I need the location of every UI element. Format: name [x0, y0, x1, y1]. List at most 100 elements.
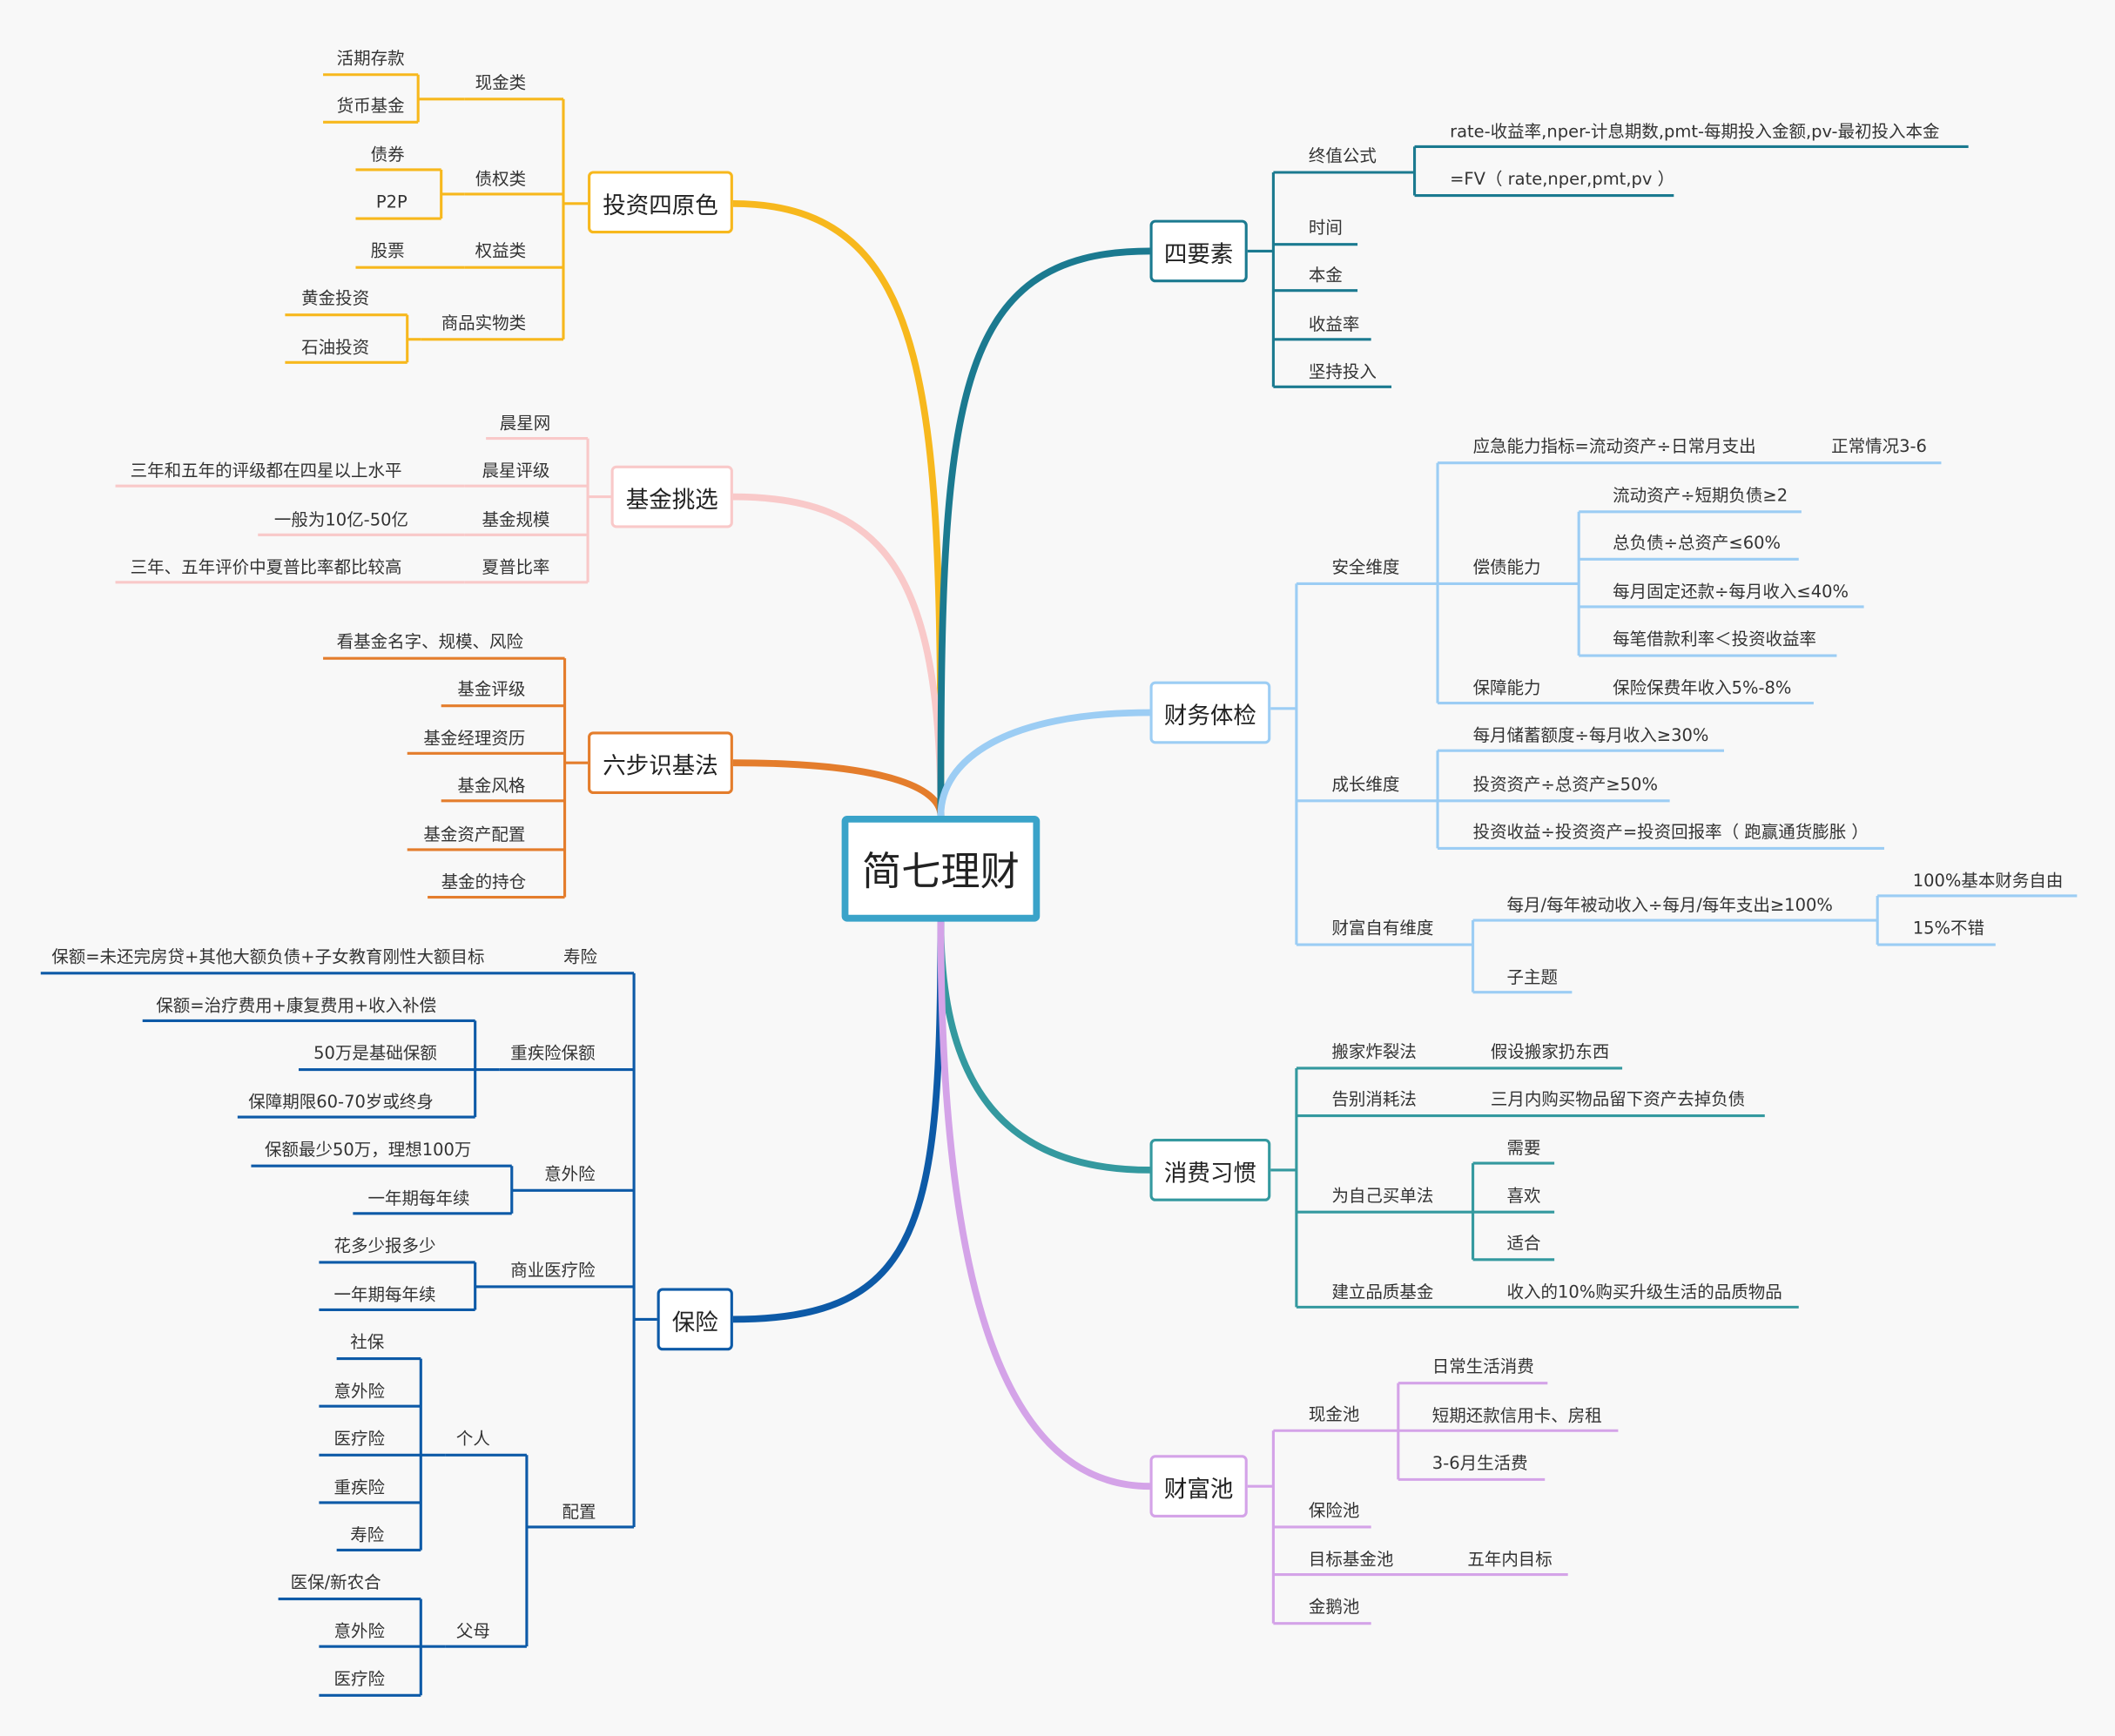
topic-fv-function[interactable]: =FV（ rate,nper,pmt,pv ） — [1450, 168, 1675, 189]
branch-invest-colors[interactable]: 投资四原色 — [588, 171, 733, 234]
topic-gold[interactable]: 黄金投资 — [301, 287, 370, 308]
topic-pa-accident[interactable]: 意外险 — [333, 1620, 386, 1641]
topic-daily-spend[interactable]: 日常生活消费 — [1431, 1356, 1534, 1376]
topic-quality-fund[interactable]: 建立品质基金 — [1331, 1281, 1434, 1302]
topic-growth-2[interactable]: 投资资产÷总资产≥50% — [1472, 773, 1658, 795]
topic-pa-medical[interactable]: 医疗险 — [333, 1668, 386, 1689]
topic-cash-pool[interactable]: 现金池 — [1308, 1403, 1360, 1424]
central-topic[interactable]: 简七理财 — [841, 815, 1041, 922]
topic-sharpe[interactable]: 夏普比率 — [482, 556, 550, 577]
topic-parents[interactable]: 父母 — [455, 1620, 490, 1641]
topic-solvency[interactable]: 偿债能力 — [1472, 556, 1541, 577]
topic-quality-detail[interactable]: 收入的10%购买升级生活的品质物品 — [1506, 1281, 1782, 1302]
topic-persistence[interactable]: 坚持投入 — [1308, 360, 1377, 382]
topic-emergency[interactable]: 应急能力指标=流动资产÷日常月支出 — [1472, 435, 1756, 456]
topic-fit[interactable]: 适合 — [1506, 1232, 1541, 1254]
topic-fv-params[interactable]: rate-收益率,nper-计息期数,pmt-每期投入金额,pv-最初投入本金 — [1450, 120, 1940, 142]
topic-growth[interactable]: 成长维度 — [1331, 773, 1400, 795]
topic-step-4[interactable]: 基金风格 — [457, 775, 526, 796]
topic-med-1[interactable]: 花多少报多少 — [333, 1235, 436, 1256]
topic-solvency-1[interactable]: 流动资产÷短期负债≥2 — [1613, 484, 1788, 505]
topic-consume-method[interactable]: 告别消耗法 — [1331, 1088, 1417, 1109]
topic-passive-income[interactable]: 每月/每年被动收入÷每月/每年支出≥100% — [1506, 894, 1833, 915]
topic-acc-1[interactable]: 保额最少50万，理想100万 — [265, 1139, 472, 1160]
branch-insurance[interactable]: 保险 — [657, 1288, 733, 1351]
topic-p-accident[interactable]: 意外险 — [333, 1380, 386, 1401]
topic-p-medical[interactable]: 医疗险 — [333, 1428, 386, 1449]
topic-stocks[interactable]: 股票 — [370, 239, 405, 261]
topic-moving-method[interactable]: 搬家炸裂法 — [1331, 1040, 1417, 1062]
topic-bond-class[interactable]: 债权类 — [475, 168, 527, 189]
topic-growth-1[interactable]: 每月储蓄额度÷每月收入≥30% — [1472, 724, 1709, 745]
topic-commodity[interactable]: 商品实物类 — [441, 312, 527, 333]
topic-time[interactable]: 时间 — [1308, 217, 1343, 238]
topic-emergency-normal[interactable]: 正常情况3-6 — [1831, 435, 1927, 456]
topic-personal[interactable]: 个人 — [455, 1428, 490, 1449]
topic-protection-1[interactable]: 保险保费年收入5%-8% — [1613, 676, 1792, 698]
branch-fund-selection[interactable]: 基金挑选 — [610, 465, 733, 528]
topic-cash[interactable]: 现金类 — [475, 71, 527, 93]
topic-fv-formula[interactable]: 终值公式 — [1308, 145, 1377, 166]
branch-financial-checkup[interactable]: 财务体检 — [1149, 681, 1271, 744]
topic-size-detail[interactable]: 一般为10亿-50亿 — [273, 508, 409, 530]
topic-fund-size[interactable]: 基金规模 — [482, 508, 550, 530]
branch-wealth-pools[interactable]: 财富池 — [1149, 1455, 1248, 1518]
topic-life-detail[interactable]: 保额=未还完房贷+其他大额负债+子女教育刚性大额目标 — [51, 945, 485, 967]
topic-bonds[interactable]: 债券 — [370, 144, 405, 165]
topic-p-critical[interactable]: 重疾险 — [333, 1477, 386, 1497]
topic-step-3[interactable]: 基金经理资历 — [423, 727, 526, 749]
topic-config[interactable]: 配置 — [562, 1501, 596, 1522]
topic-need[interactable]: 需要 — [1506, 1137, 1541, 1158]
topic-solvency-4[interactable]: 每笔借款利率＜投资收益率 — [1613, 628, 1817, 649]
branch-four-elements[interactable]: 四要素 — [1149, 219, 1248, 283]
topic-acc-2[interactable]: 一年期每年续 — [367, 1188, 470, 1208]
topic-freedom-100[interactable]: 100%基本财务自由 — [1912, 870, 2064, 891]
topic-short-repay[interactable]: 短期还款信用卡、房租 — [1431, 1404, 1602, 1426]
branch-spending-habits[interactable]: 消费习惯 — [1149, 1139, 1271, 1201]
branch-six-steps[interactable]: 六步识基法 — [588, 731, 733, 795]
topic-social[interactable]: 社保 — [350, 1331, 385, 1352]
topic-like[interactable]: 喜欢 — [1506, 1185, 1541, 1206]
topic-solvency-2[interactable]: 总负债÷总资产≤60% — [1613, 532, 1782, 553]
topic-pa-basic[interactable]: 医保/新农合 — [290, 1571, 381, 1592]
topic-ci-2[interactable]: 50万是基础保额 — [313, 1042, 437, 1063]
topic-money-fund[interactable]: 货币基金 — [336, 95, 405, 116]
topic-subtopic[interactable]: 子主题 — [1506, 966, 1559, 987]
topic-protection[interactable]: 保障能力 — [1472, 676, 1541, 698]
topic-rating-detail[interactable]: 三年和五年的评级都在四星以上水平 — [130, 460, 402, 481]
topic-equity[interactable]: 权益类 — [475, 239, 527, 261]
topic-goal-5yr[interactable]: 五年内目标 — [1467, 1548, 1553, 1570]
topic-demand-deposit[interactable]: 活期存款 — [336, 47, 405, 68]
topic-moving-detail[interactable]: 假设搬家扔东西 — [1490, 1040, 1610, 1062]
topic-step-6[interactable]: 基金的持仓 — [441, 871, 527, 892]
topic-accident[interactable]: 意外险 — [544, 1163, 596, 1184]
topic-wealth-freedom[interactable]: 财富自有维度 — [1331, 917, 1434, 939]
topic-morningstar[interactable]: 晨星网 — [499, 412, 551, 434]
topic-critical-illness[interactable]: 重疾险保额 — [510, 1042, 596, 1063]
topic-step-5[interactable]: 基金资产配置 — [423, 824, 526, 844]
topic-step-1[interactable]: 看基金名字、规模、风险 — [336, 630, 524, 652]
topic-sharpe-detail[interactable]: 三年、五年评价中夏普比率都比较高 — [130, 556, 402, 577]
topic-solvency-3[interactable]: 每月固定还款÷每月收入≤40% — [1613, 581, 1849, 602]
topic-safety[interactable]: 安全维度 — [1331, 556, 1400, 577]
topic-life[interactable]: 寿险 — [563, 945, 598, 967]
topic-ci-1[interactable]: 保额=治疗费用+康复费用+收入补偿 — [156, 994, 437, 1016]
topic-consume-detail[interactable]: 三月内购买物品留下资产去掉负债 — [1490, 1088, 1746, 1109]
topic-insurance-pool[interactable]: 保险池 — [1308, 1499, 1360, 1521]
topic-goose-pool[interactable]: 金鹅池 — [1308, 1596, 1360, 1617]
topic-return-rate[interactable]: 收益率 — [1308, 313, 1360, 334]
topic-goal-pool[interactable]: 目标基金池 — [1308, 1548, 1394, 1570]
topic-p2p[interactable]: P2P — [375, 191, 408, 212]
topic-freedom-15[interactable]: 15%不错 — [1912, 917, 1985, 939]
topic-oil[interactable]: 石油投资 — [301, 336, 370, 358]
topic-step-2[interactable]: 基金评级 — [457, 678, 526, 699]
topic-principal[interactable]: 本金 — [1308, 265, 1343, 286]
topic-p-life[interactable]: 寿险 — [350, 1524, 385, 1545]
topic-medical[interactable]: 商业医疗险 — [510, 1259, 596, 1281]
topic-morningstar-rating[interactable]: 晨星评级 — [482, 460, 550, 481]
topic-ci-3[interactable]: 保障期限60-70岁或终身 — [248, 1091, 434, 1112]
topic-living-expense[interactable]: 3-6月生活费 — [1431, 1452, 1528, 1473]
topic-growth-3[interactable]: 投资收益÷投资资产=投资回报率（ 跑赢通货膨胀 ） — [1472, 821, 1869, 842]
topic-pay-self[interactable]: 为自己买单法 — [1331, 1185, 1434, 1206]
topic-med-2[interactable]: 一年期每年续 — [333, 1283, 436, 1305]
